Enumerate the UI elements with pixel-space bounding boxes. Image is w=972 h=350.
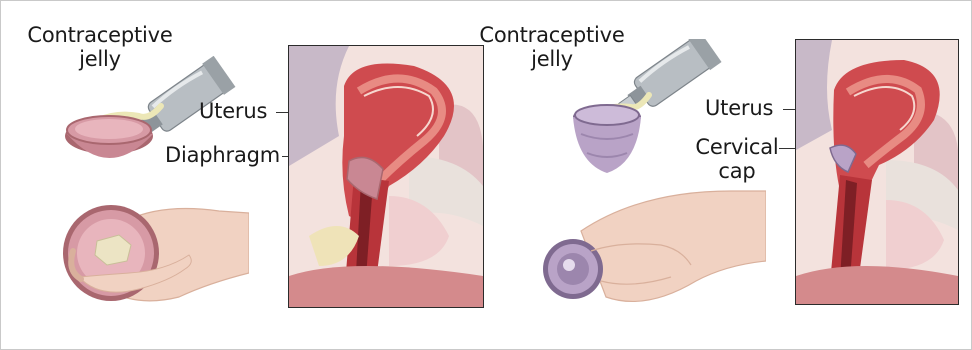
- left-anatomy-panel: [288, 45, 484, 308]
- right-uterus-label: Uterus: [705, 96, 773, 120]
- uterus-with-cervical-cap-icon: [796, 40, 958, 304]
- right-anatomy-panel: [795, 39, 959, 305]
- left-uterus-label: Uterus: [199, 99, 267, 123]
- cervical-cap-label: Cervical cap: [691, 135, 783, 183]
- cervical-cap-label-line2: cap: [691, 159, 783, 183]
- diaphragm-label: Diaphragm: [165, 143, 280, 167]
- hand-holding-cervical-cap-icon: [541, 181, 766, 316]
- cervical-cap-label-line1: Cervical: [691, 135, 783, 159]
- uterus-with-diaphragm-icon: [289, 46, 483, 307]
- left-jelly-label-line1: Contraceptive: [25, 23, 175, 47]
- hand-holding-diaphragm-icon: [49, 191, 249, 311]
